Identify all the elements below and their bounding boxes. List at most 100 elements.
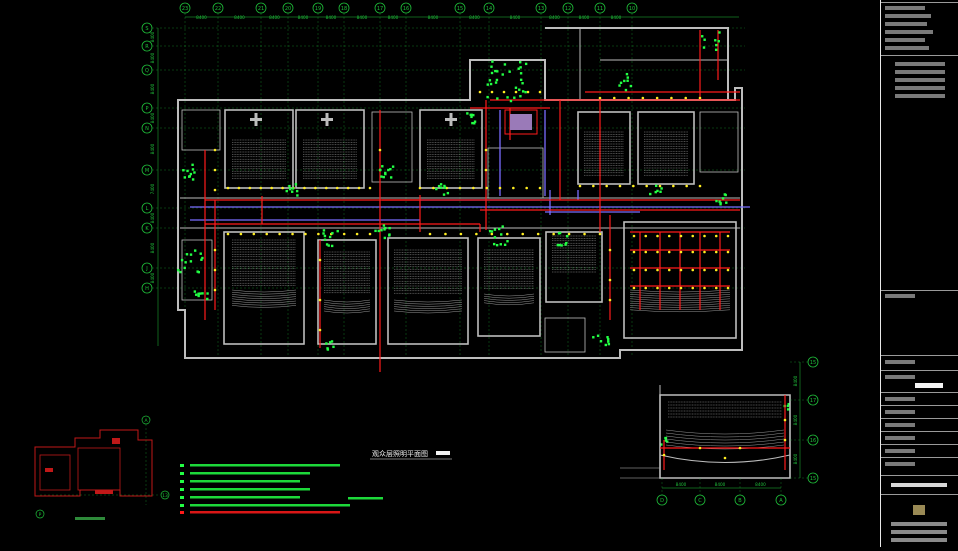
left-axis-label: H [145,286,149,292]
light-fixture [378,148,382,152]
electrical-device [592,336,595,339]
light-fixtures [213,90,730,332]
detail-fixture [662,453,666,457]
lower-hall-wall [623,221,737,339]
light-fixture [475,232,478,236]
electrical-device [191,178,195,181]
light-fixture [318,298,322,302]
electrical-device [389,167,392,171]
note-text-line [190,464,340,467]
downlight-fixture [726,286,730,290]
note-number [180,480,184,483]
electrical-device [326,348,330,351]
electrical-device [294,183,298,186]
light-fixture [498,186,502,190]
electrical-device [664,436,667,440]
electrical-device [496,97,499,100]
light-fixture [598,96,602,100]
electrical-device [494,81,498,84]
electrical-device [626,79,629,82]
electrical-device [599,340,603,343]
electrical-device [446,191,450,195]
electrical-device [473,122,476,125]
top-dimension-label: 8400 [298,15,309,20]
left-dimension-label: 7400 [150,183,155,194]
electrical-device [443,184,446,188]
left-axis-bubble [141,222,153,234]
detail-seat-arc [665,435,785,441]
top-axis-bubble [535,2,547,14]
electrical-device [493,236,497,239]
left-axis-bubble [141,122,153,134]
key-plan-mark [112,438,120,444]
light-fixture [608,248,612,252]
electrical-device [513,96,516,99]
left-axis-label: M [145,168,149,174]
electrical-device [560,244,563,247]
electrical-device [201,256,204,260]
light-fixture [368,232,372,236]
note-text-line [190,472,310,475]
inset-axis-label: P [39,512,42,518]
electrical-device [503,243,507,247]
bus-routing [190,110,750,221]
seat-row [393,299,463,303]
note-text-line [190,480,300,483]
left-axis-label: R [145,44,149,50]
light-fixture [490,232,494,236]
left-axis-bubble [141,262,153,274]
electrical-device [295,189,299,193]
light-fixture [444,232,447,236]
north-wing-wall [545,27,729,100]
light-fixture [698,184,702,188]
power-circuits [204,30,740,372]
electrical-device [493,228,497,231]
seat-row [231,302,297,306]
top-axis-label: 14 [486,6,492,12]
light-fixture [490,90,494,94]
left-axis-label: J [145,266,147,272]
note-number [180,504,184,507]
detail-seat-arc [665,444,785,450]
downlight-fixture [691,234,695,238]
electrical-device [388,226,391,230]
light-fixture [514,90,518,94]
electrical-device [381,165,384,168]
key-plan-room [77,447,121,491]
electrical-device [189,253,193,256]
detail-axis-label: 15 [810,360,816,366]
downlight-fixture [714,286,718,290]
auditorium-seating [231,113,731,314]
light-fixture [484,168,488,172]
key-plan-outline [34,429,153,497]
inset-axis-bubble [35,509,45,519]
detail-seat-arc [665,429,785,435]
electrical-device [388,233,391,236]
electrical-device [199,252,202,255]
electrical-device [497,227,501,231]
key-plan-mark [45,468,53,472]
electrical-device [322,232,325,235]
top-axis-label: 10 [629,6,635,12]
electrical-device [703,38,706,41]
light-fixture [213,288,217,292]
top-axis-bubble [626,2,638,14]
electrical-device [288,187,292,191]
electrical-device [495,78,499,82]
detail-seat-arc [665,438,785,444]
electrical-device [624,88,628,92]
light-fixture [672,184,675,188]
left-dimension-label: 8400 [150,31,155,42]
tb-field [885,294,915,298]
core-block [699,111,739,173]
electrical-device [524,62,528,66]
electrical-device [557,232,561,235]
electrical-device [519,95,522,98]
light-fixture [432,186,435,190]
electrical-device [374,229,377,233]
seat-row [323,304,371,307]
downlight-fixture [644,234,648,238]
left-dimension-label: 8400 [150,272,155,283]
light-fixture [325,186,328,190]
